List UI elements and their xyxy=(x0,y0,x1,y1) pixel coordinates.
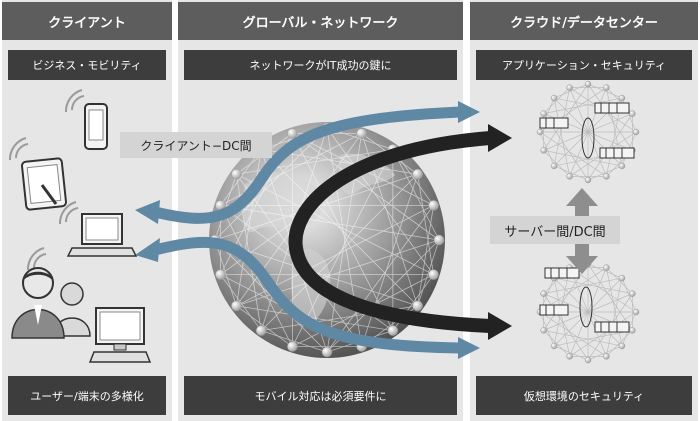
cloud-column-subtitle: アプリケーション・セキュリティ xyxy=(476,50,692,80)
client-column-title: クライアント xyxy=(2,2,172,40)
network-column-footer: モバイル対応は必須要件に xyxy=(184,376,457,415)
desktop-computer-icon xyxy=(88,307,152,363)
network-column-subtitle: ネットワークがIT成功の鍵に xyxy=(184,50,457,80)
wifi-icon xyxy=(8,89,85,271)
client-to-dc-arrows xyxy=(135,101,480,359)
globe-icon xyxy=(209,122,445,358)
cloud-column-footer: 仮想環境のセキュリティ xyxy=(476,376,692,415)
client-column-footer: ユーザー/端末の多様化 xyxy=(8,376,166,415)
tablet-icon xyxy=(20,157,68,211)
cloud-column-title: クラウド/データセンター xyxy=(470,2,698,40)
smartphone-icon xyxy=(84,103,108,150)
laptop-icon xyxy=(66,213,138,257)
server-to-server-arrows xyxy=(288,124,512,340)
client-column-subtitle: ビジネス・モビリティ xyxy=(8,50,166,80)
server-server-label: サーバー間/DC間 xyxy=(490,216,620,244)
users-icon xyxy=(11,267,91,339)
client-dc-label: クライアント−DC間 xyxy=(120,132,272,158)
network-column-title: グローバル・ネットワーク xyxy=(178,2,463,40)
